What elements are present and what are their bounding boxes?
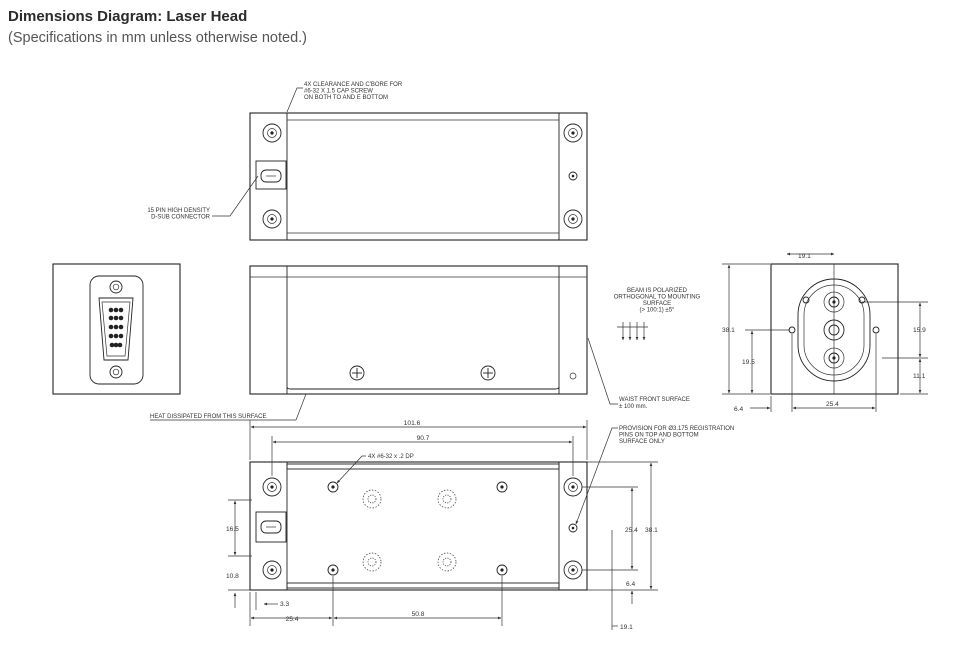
- top-view: 4X CLEARANCE AND C'BORE FOR#6-32 X 1.5 C…: [147, 82, 588, 241]
- cap-screw-icon: [563, 209, 583, 229]
- end-right-lower-dim: 11.1: [913, 373, 926, 380]
- connector-end-view: [52, 263, 181, 395]
- hole-spacing-long-dim: 90.7: [417, 435, 430, 442]
- right-offset-dim: 19.1: [620, 624, 633, 631]
- tapped-hole-icon: [327, 564, 339, 576]
- end-height-dim: 38.1: [722, 327, 735, 334]
- clearance-note: 4X CLEARANCE AND C'BORE FOR#6-32 X 1.5 C…: [304, 82, 403, 101]
- connector-height-dim: 16.5: [226, 526, 239, 533]
- page-subtitle: (Specifications in mm unless otherwise n…: [8, 30, 307, 46]
- end-top-offset-dim: 19.1: [798, 253, 811, 260]
- connector-setback-dim: 3.3: [280, 601, 289, 608]
- end-right-upper-dim: 15.9: [913, 327, 926, 334]
- bottom-view: 4X #6-32 x .2 DP PROVISION FOR Ø3.175 RE…: [226, 420, 734, 631]
- tapped-hole-icon: [496, 481, 508, 493]
- beam-aperture-icon: [823, 319, 845, 341]
- polarization-arrows-icon: [617, 322, 648, 341]
- dsub-connector-icon: [260, 169, 282, 183]
- cap-screw-icon: [563, 123, 583, 143]
- page-title: Dimensions Diagram: Laser Head: [8, 8, 248, 25]
- waist-note: WAIST FRONT SURFACE± 100 mm.: [619, 397, 690, 410]
- dsub-15-pin-icon: [98, 297, 134, 361]
- cap-screw-icon: [262, 123, 282, 143]
- connector-offset-dim: 10.8: [226, 573, 239, 580]
- cap-screw-icon: [262, 477, 282, 497]
- registration-pin-icon: [568, 523, 578, 533]
- end-side-offset-dim: 6.4: [734, 406, 743, 413]
- tapped-hole-note: 4X #6-32 x .2 DP: [368, 454, 414, 460]
- registration-pin-icon: [568, 171, 578, 181]
- tapped-hole-icon: [327, 481, 339, 493]
- heat-note: HEAT DISSIPATED FROM THIS SURFACE: [150, 414, 266, 420]
- side-view: HEAT DISSIPATED FROM THIS SURFACE WAIST …: [150, 265, 690, 421]
- hole-spacing-short-dim: 25.4: [625, 527, 638, 534]
- tapped-hole-icon: [496, 564, 508, 576]
- center-spacing-dim: 50.8: [412, 611, 425, 618]
- edge-offset-right-dim: 6.4: [626, 581, 635, 588]
- end-beam-height-dim: 19.5: [742, 359, 755, 366]
- left-offset-dim: 25.4: [286, 616, 299, 623]
- end-pin-spacing-dim: 25.4: [826, 401, 839, 408]
- vent-pattern-icon: [362, 489, 457, 572]
- screw-head-icon: [349, 365, 365, 381]
- cap-screw-icon: [262, 560, 282, 580]
- height-right-dim: 38.1: [645, 527, 658, 534]
- cap-screw-icon: [262, 209, 282, 229]
- length-overall-dim: 101.6: [404, 420, 421, 427]
- screw-head-icon: [480, 365, 496, 381]
- beam-end-view: 19.1 38.1 19.5 6.4 25.4 15.9 11.1: [722, 252, 928, 413]
- dsub-connector-icon: [260, 520, 282, 534]
